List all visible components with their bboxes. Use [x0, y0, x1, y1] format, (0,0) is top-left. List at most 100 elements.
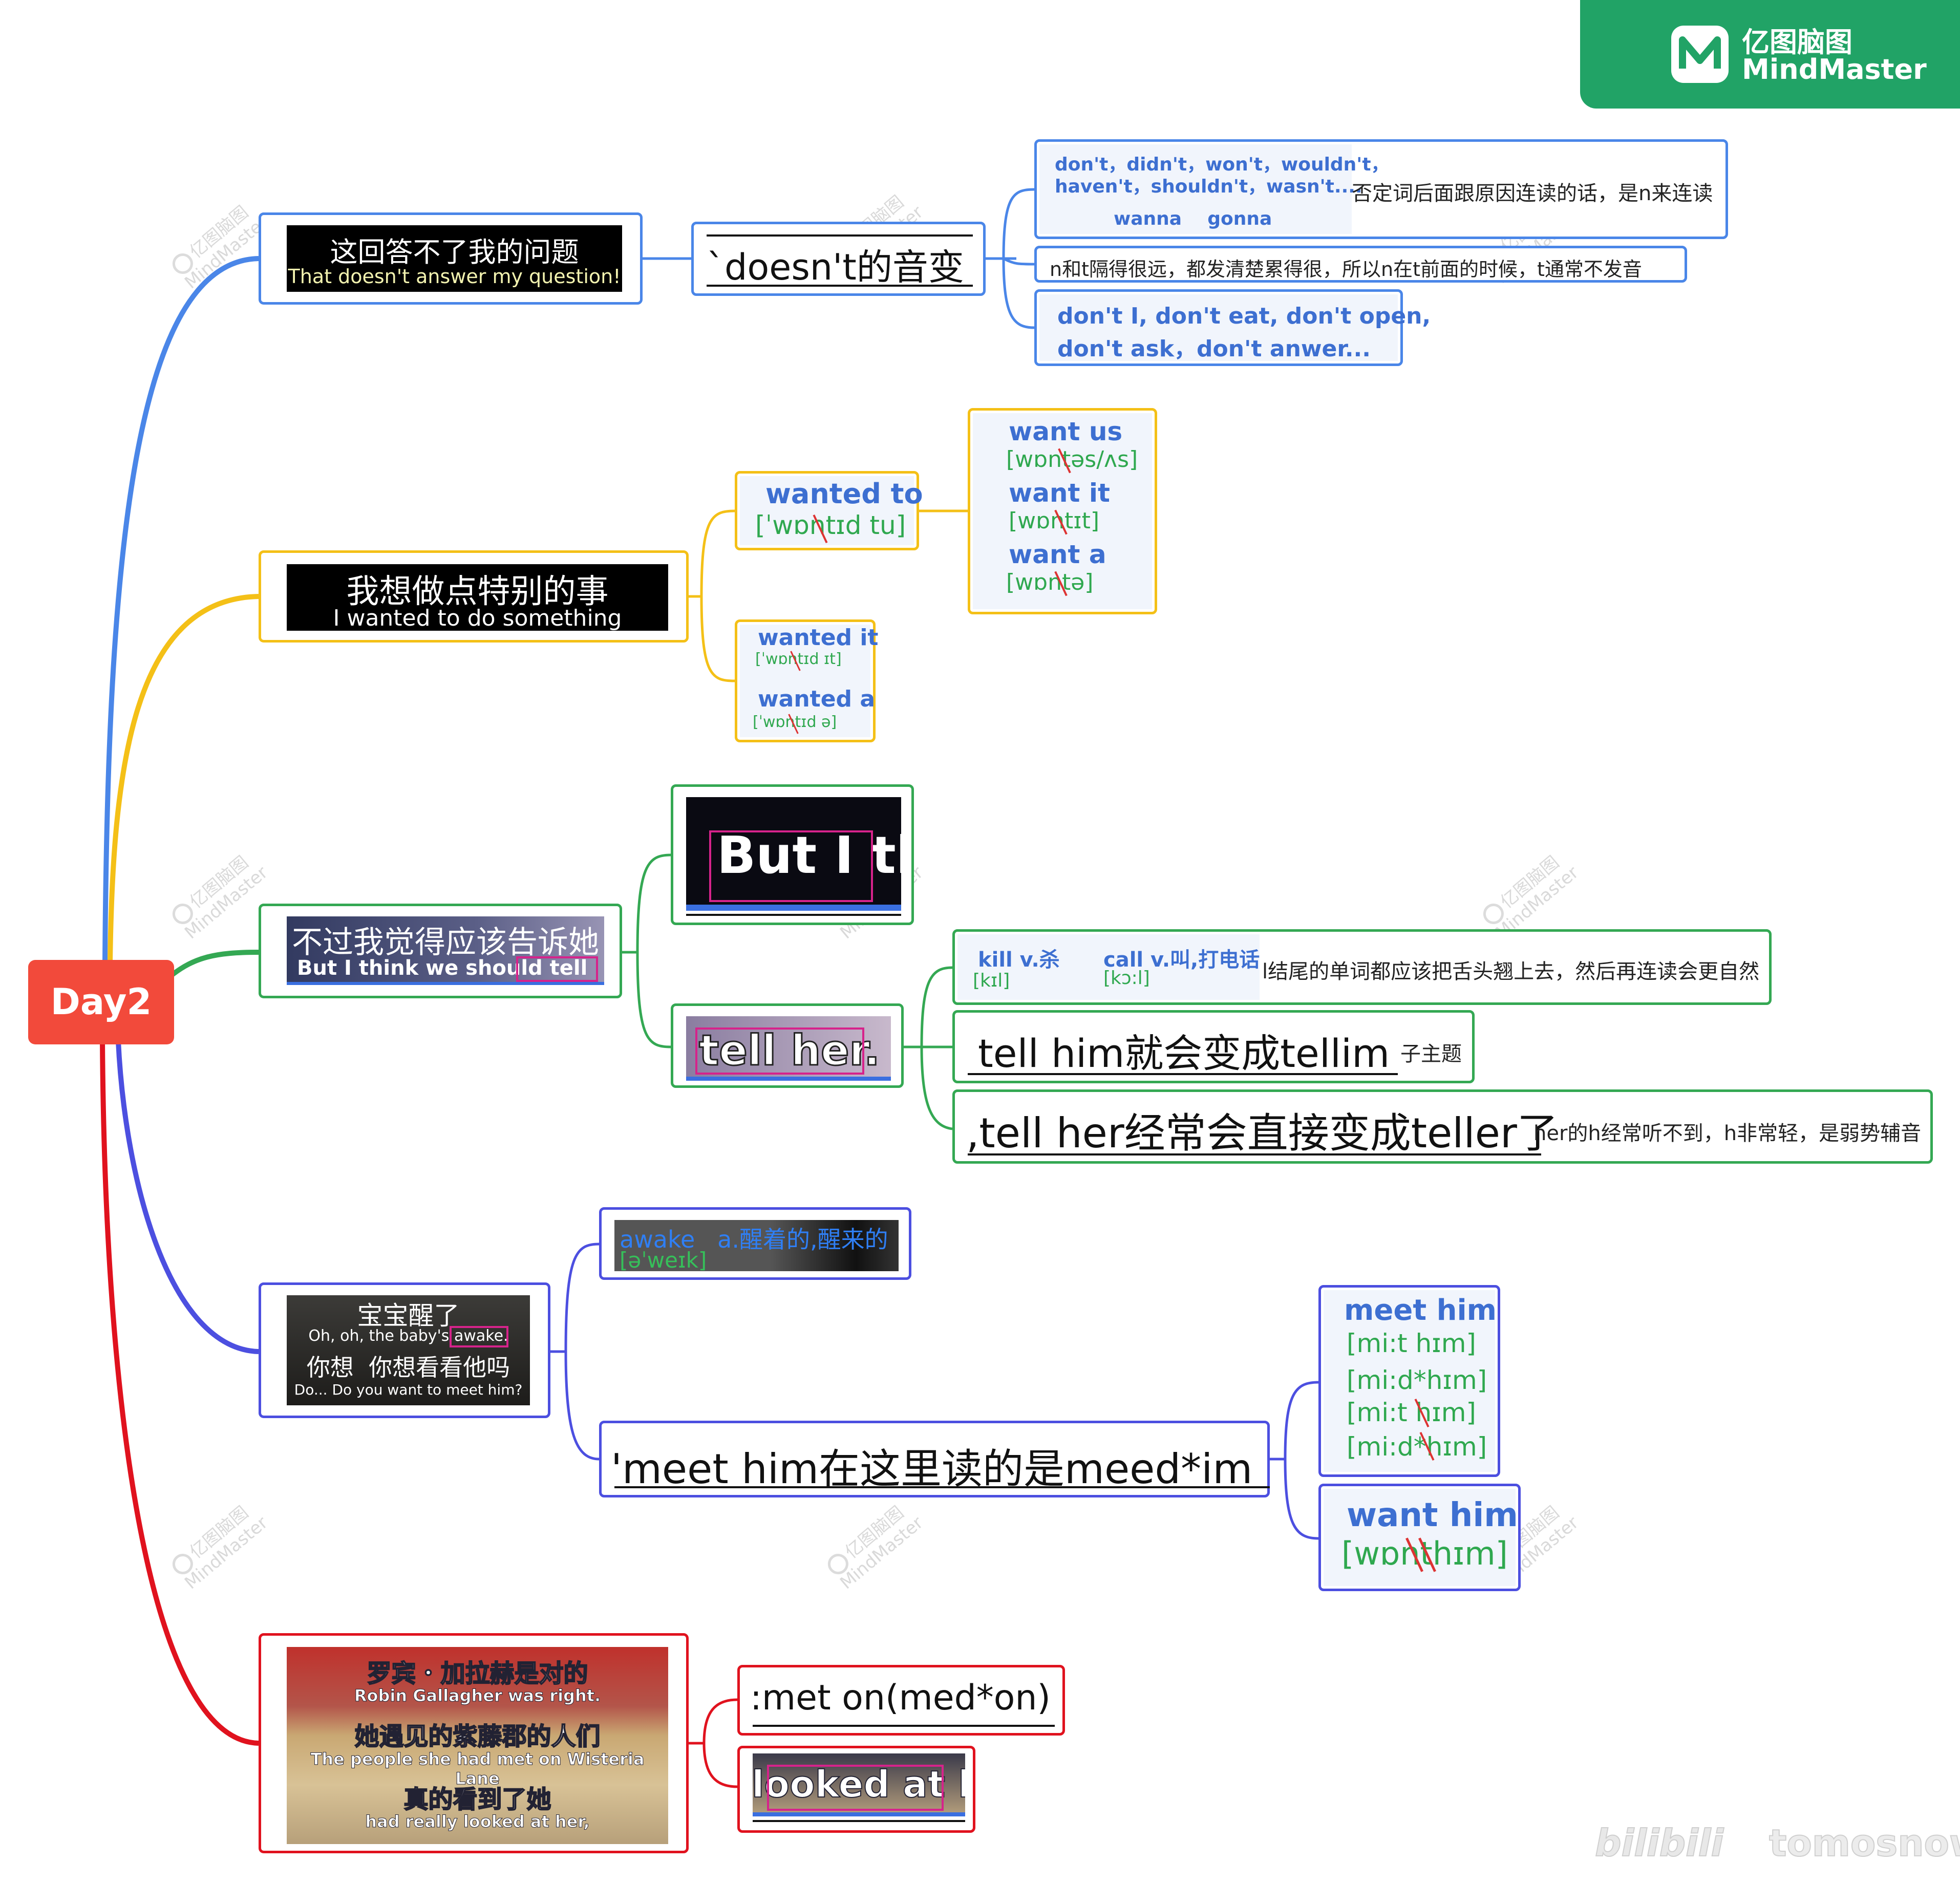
subtitle-en: I wanted to do something special.: [333, 605, 622, 631]
subtitle-cn: 她遇见的紫藤郡的人们: [354, 1722, 601, 1751]
video-frame: 罗宾・加拉赫是对的 Robin Gallagher was right. 她遇见…: [287, 1647, 668, 1844]
subtitle-node-doesnt[interactable]: 这回答不了我的问题 That doesn't answer my questio…: [259, 212, 643, 305]
root-node[interactable]: Day2: [28, 960, 174, 1044]
topic-underline: [707, 285, 973, 287]
want-it-ipa: [wɒntɪt]: [1009, 508, 1099, 534]
meet-him-word: meet him: [1344, 1294, 1497, 1327]
subtitle-cn: 这回答不了我的问题: [330, 236, 579, 268]
kill-ipa: [kɪl]: [973, 970, 1010, 991]
dont-examples-line-2: don't ask，don't anwer...: [1057, 336, 1371, 362]
awake-word: awake a.醒着的,醒来的: [620, 1226, 888, 1253]
subtitle-node-met-on[interactable]: 罗宾・加拉赫是对的 Robin Gallagher was right. 她遇见…: [259, 1633, 689, 1853]
progress-bar: [686, 1077, 891, 1081]
topic-underline: [968, 1073, 1398, 1075]
topic-underline: [707, 234, 973, 237]
crop-node-tell-her[interactable]: tell her.: [671, 1003, 904, 1088]
want-him-ipa: [wɒnthɪm]: [1341, 1535, 1508, 1572]
node-panel: [973, 413, 1152, 609]
topic-doesnt-text: `doesn't的音变: [707, 246, 964, 288]
want-us-word: want us: [1009, 417, 1123, 446]
video-crop: looked at h: [753, 1753, 965, 1812]
node-tell-him[interactable]: tell him就会变成tellim 子主题: [952, 1010, 1475, 1083]
video-crop: awake a.醒着的,醒来的 [əˈweɪk]: [614, 1220, 899, 1271]
mindmaster-logo-icon: [1671, 26, 1729, 83]
meet-him-ipa-4: [mi:d*hɪm]: [1347, 1432, 1487, 1462]
node-dont-examples[interactable]: don't I, don't eat, don't open, don't as…: [1034, 289, 1431, 366]
node-panel: [740, 476, 914, 545]
subtitle-en: Do... Do you want to meet him?: [294, 1381, 523, 1398]
tell-her-text: ,tell her经常会直接变成teller了: [966, 1109, 1558, 1157]
node-want-him[interactable]: want him [wɒnthɪm]: [1318, 1484, 1521, 1591]
subtitle-cn: 不过我觉得应该告诉她: [292, 925, 599, 960]
subtitle-cn: 宝宝醒了: [357, 1301, 460, 1331]
want-a-word: want a: [1009, 540, 1106, 569]
meet-him-ipa-2: [mi:d*hɪm]: [1347, 1365, 1487, 1395]
bilibili-watermark: bilibili tomosnow: [1594, 1817, 1960, 1874]
words-line-3: wanna gonna: [1114, 208, 1272, 229]
node-meet-him-ipa[interactable]: meet him [mi:t hɪm] [mi:d*hɪm] [mi:t hɪm…: [1318, 1285, 1500, 1477]
node-awake[interactable]: awake a.醒着的,醒来的 [əˈweɪk]: [599, 1207, 911, 1280]
tell-him-text: tell him就会变成tellim: [978, 1031, 1390, 1076]
crop-text: looked at h: [753, 1762, 965, 1806]
n-t-note-text: n和t隔得很远，都发清楚累得很，所以n在t前面的时候，t通常不发音: [1050, 258, 1642, 281]
node-l-ending[interactable]: kill v.杀 [kɪl] call v.叫,打电话 [kɔ:l] l结尾的单…: [952, 929, 1772, 1005]
meet-him-ipa-1: [mi:t hɪm]: [1347, 1329, 1476, 1358]
topic-doesnt[interactable]: `doesn't的音变: [691, 222, 986, 296]
crop-node-looked-at[interactable]: looked at h: [737, 1746, 975, 1833]
crop-node-but-i-th[interactable]: But I th: [671, 784, 914, 925]
kill-word: kill v.杀: [978, 948, 1060, 972]
subtitle-en: had really looked at her,: [365, 1812, 590, 1832]
topic-underline: [968, 1153, 1541, 1155]
subtitle-cn: 真的看到了她: [403, 1785, 551, 1814]
node-negation-words[interactable]: don't，didn't，won't，wouldn't， haven't，sho…: [1034, 139, 1728, 239]
subtitle-cn: 我想做点特别的事: [346, 573, 609, 611]
words-panel: [1039, 144, 1352, 234]
node-panel: [1324, 1290, 1495, 1472]
subtitle-node-tell-her[interactable]: 不过我觉得应该告诉她 But I think we should tell he…: [259, 904, 622, 998]
topic-underline: [753, 1725, 1055, 1727]
subtitle-node-awake[interactable]: 宝宝醒了 Oh, oh, the baby's awake. 你想 你想看看他吗…: [259, 1282, 550, 1418]
tell-him-tag: 子主题: [1400, 1042, 1462, 1066]
progress-bar: [287, 982, 604, 985]
node-want-variants[interactable]: want us [wɒntəs/ʌs] want it [wɒntɪt] wan…: [968, 408, 1157, 614]
node-wanted-to[interactable]: wanted to [ˈwɒntɪd tu]: [735, 471, 923, 550]
negation-note: 否定词后面跟原因连读的话，是n来连读: [1352, 182, 1713, 205]
subtitle-node-wanted[interactable]: 我想做点特别的事 I wanted to do something specia…: [259, 550, 689, 643]
video-crop: tell her.: [686, 1016, 891, 1077]
wanted-to-word: wanted to: [765, 478, 923, 510]
brand-name-cn: 亿图脑图: [1742, 26, 1852, 58]
node-meet-him-topic[interactable]: 'meet him在这里读的是meed*im: [599, 1421, 1270, 1497]
wanted-a-word: wanted a: [758, 686, 876, 712]
l-ending-note: l结尾的单词都应该把舌头翘上去，然后再连读会更自然: [1262, 960, 1760, 983]
call-ipa: [kɔ:l]: [1103, 968, 1150, 989]
topic-underline: [753, 1820, 965, 1822]
node-panel: [957, 934, 1260, 1000]
crop-text: tell her.: [698, 1026, 880, 1076]
video-frame: 这回答不了我的问题 That doesn't answer my questio…: [287, 225, 622, 292]
video-frame: 我想做点特别的事 I wanted to do something specia…: [287, 564, 668, 631]
bilibili-username: tomosnow: [1769, 1821, 1960, 1865]
brand-badge: 亿图脑图 MindMaster: [1580, 0, 1960, 109]
topic-underline: [614, 1486, 1270, 1488]
call-word: call v.叫,打电话: [1103, 948, 1260, 972]
node-met-on[interactable]: :met on(med*on): [737, 1665, 1065, 1736]
subtitle-en: But I think we should tell her.: [297, 956, 588, 983]
want-it-word: want it: [1009, 478, 1110, 508]
node-tell-her[interactable]: ,tell her经常会直接变成teller了 her的h经常听不到，h非常轻，…: [952, 1089, 1933, 1164]
highlight-box: [767, 1765, 944, 1811]
want-him-word: want him: [1347, 1496, 1518, 1534]
video-frame: 宝宝醒了 Oh, oh, the baby's awake. 你想 你想看看他吗…: [287, 1295, 530, 1405]
subtitle-en: The people she had met on Wisteria Lane: [310, 1749, 645, 1789]
want-us-ipa: [wɒntəs/ʌs]: [1006, 446, 1138, 473]
subtitle-cn: 罗宾・加拉赫是对的: [366, 1659, 588, 1688]
subtitle-en: That doesn't answer my question!: [288, 265, 621, 288]
bilibili-logo-icon: bilibili: [1594, 1821, 1724, 1865]
node-wanted-it-a[interactable]: wanted it [ˈwɒntɪd ɪt] wanted a [ˈwɒntɪd…: [735, 619, 878, 742]
highlight-box: [695, 1027, 864, 1075]
meet-him-topic-text: 'meet him在这里读的是meed*im: [611, 1445, 1253, 1493]
words-line-2: haven't，shouldn't，wasn't....: [1055, 176, 1362, 197]
node-n-t-note[interactable]: n和t隔得很远，都发清楚累得很，所以n在t前面的时候，t通常不发音: [1034, 246, 1687, 283]
node-panel: [740, 625, 870, 737]
examples-panel: [1039, 294, 1398, 361]
